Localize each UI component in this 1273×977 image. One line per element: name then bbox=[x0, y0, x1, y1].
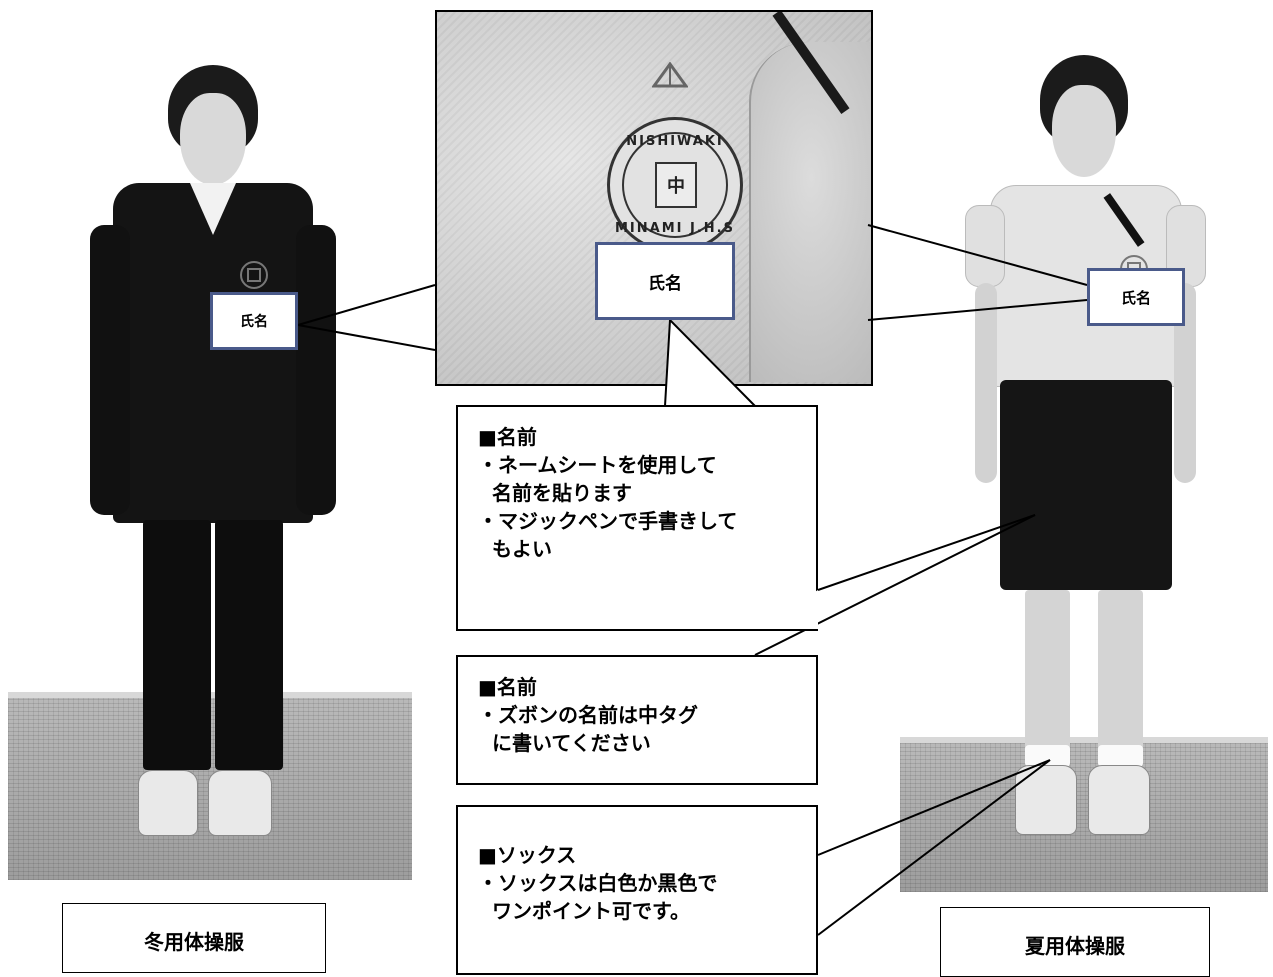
emblem-center-mark: 中 bbox=[655, 162, 697, 208]
winter-right-shoe bbox=[208, 770, 272, 836]
callout-title: ■ソックス bbox=[478, 843, 577, 867]
name-label-winter: 氏名 bbox=[210, 292, 298, 350]
callout-socks: ■ソックス ・ソックスは白色か黒色で ワンポイント可です。 bbox=[456, 805, 818, 975]
winter-emblem-icon bbox=[240, 261, 268, 289]
callout-line: ・ソックスは白色か黒色で bbox=[478, 871, 718, 895]
winter-left-shoe bbox=[138, 770, 198, 836]
callout-line: ワンポイント可です。 bbox=[492, 899, 690, 923]
winter-uniform-photo bbox=[8, 40, 412, 880]
name-label-summer: 氏名 bbox=[1087, 268, 1185, 326]
callout-title: ■名前 bbox=[478, 675, 537, 699]
summer-uniform-photo bbox=[900, 40, 1268, 892]
school-emblem: NISHIWAKI 中 MINAMI J.H.S bbox=[607, 117, 743, 253]
callout-title: ■名前 bbox=[478, 425, 537, 449]
summer-left-shoe bbox=[1015, 765, 1077, 835]
callout-line: もよい bbox=[492, 537, 552, 561]
callout-name-pants: ■名前 ・ズボンの名前は中タグ に書いてください bbox=[456, 655, 818, 785]
summer-student-figure bbox=[965, 55, 1206, 855]
winter-student-figure bbox=[90, 65, 336, 845]
caption-winter: 冬用体操服 bbox=[62, 903, 326, 973]
callout-line: 名前を貼ります bbox=[492, 481, 632, 505]
callout-line: に書いてください bbox=[492, 731, 651, 755]
callout-line: ・ネームシートを使用して bbox=[478, 453, 717, 477]
callout-name-shirt: ■名前 ・ネームシートを使用して 名前を貼ります ・マジックペンで手書きして も… bbox=[456, 405, 818, 631]
summer-right-shoe bbox=[1088, 765, 1150, 835]
caption-summer: 夏用体操服 bbox=[940, 907, 1210, 977]
brand-logo-icon bbox=[652, 62, 688, 88]
callout-line: ・ズボンの名前は中タグ bbox=[478, 703, 698, 727]
callout-line: ・マジックペンで手書きして bbox=[478, 509, 738, 533]
emblem-top-text: NISHIWAKI bbox=[626, 134, 724, 149]
name-label-closeup: 氏名 bbox=[595, 242, 735, 320]
emblem-closeup-photo: NISHIWAKI 中 MINAMI J.H.S bbox=[435, 10, 873, 386]
emblem-bottom-text: MINAMI J.H.S bbox=[615, 221, 735, 236]
